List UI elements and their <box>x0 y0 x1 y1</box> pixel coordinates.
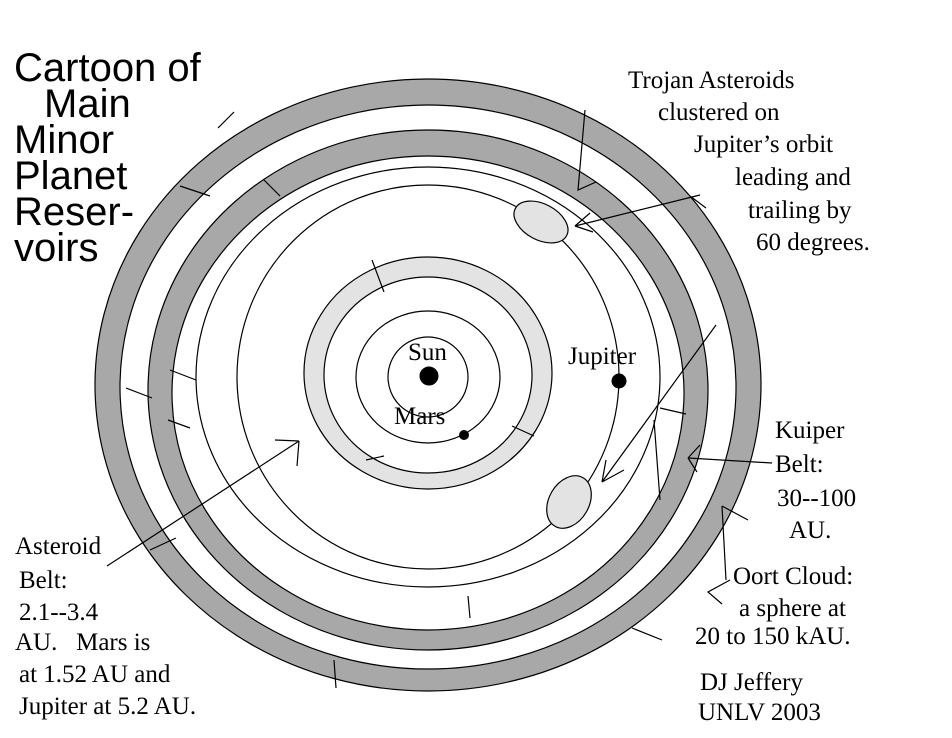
trojan-line-1: Trojan Asteroids <box>628 67 795 94</box>
asteroid-line-1: Asteroid <box>15 533 102 560</box>
trojan-cluster-trailing <box>546 475 592 529</box>
mars-dot <box>459 430 469 440</box>
credit-institution-year: UNLV 2003 <box>698 699 821 726</box>
trojan-line-3: Jupiter’s orbit <box>694 131 834 158</box>
asteroid-line-6: Jupiter at 5.2 AU. <box>19 693 197 720</box>
sun-label: Sun <box>408 339 447 366</box>
asteroid-line-4: AU. Mars is <box>15 629 151 656</box>
trailing-trojan-arrow <box>601 324 717 483</box>
oort-line-3: 20 to 150 kAU. <box>695 623 851 650</box>
kuiper-line-2: Belt: <box>775 451 824 478</box>
sun-dot <box>419 366 439 386</box>
asteroid-belt-band <box>303 256 553 490</box>
leading-trojan-arrow <box>574 194 701 233</box>
title-line-6: voirs <box>14 226 99 270</box>
oort-cloud-band <box>94 78 762 692</box>
title-line-1: Cartoon of <box>14 46 201 90</box>
trojan-line-6: 60 degrees. <box>756 229 870 256</box>
kuiper-pointer-arrow <box>687 444 773 473</box>
jupiter-label: Jupiter <box>568 343 637 370</box>
trojan-cluster-leading <box>513 200 569 244</box>
mars-orbit <box>355 310 501 444</box>
mars-label: Mars <box>394 403 446 430</box>
credit-author: DJ Jeffery <box>700 669 803 696</box>
kuiper-line-1: Kuiper <box>775 417 845 444</box>
oort-line-2: a sphere at <box>739 595 846 622</box>
title-line-5: Reser- <box>14 190 135 234</box>
trojan-line-2: clustered on <box>658 99 780 126</box>
earth-orbit <box>387 336 469 418</box>
asteroid-line-3: 2.1--3.4 <box>19 599 99 626</box>
kuiper-line-3: 30--100 <box>777 485 857 512</box>
title-line-3: Minor <box>14 118 115 162</box>
asteroid-belt-segment-lines <box>365 259 535 461</box>
asteroid-belt-pointer-arrow <box>106 439 300 567</box>
middle-orbit <box>195 166 661 588</box>
kuiper-line-4: AU. <box>789 517 832 544</box>
kuiper-band-segment-lines <box>167 179 687 619</box>
asteroid-line-2: Belt: <box>19 567 68 594</box>
jupiter-dot <box>611 373 627 389</box>
title-line-4: Planet <box>14 154 128 198</box>
trojan-line-4: leading and <box>735 164 851 191</box>
asteroid-line-5: at 1.52 AU and <box>19 661 171 688</box>
oort-band-segment-lines <box>125 109 749 689</box>
trojan-pointer-arrows <box>574 194 717 483</box>
oort-line-1: Oort Cloud: <box>733 563 854 590</box>
oort-pointer-arrow <box>706 579 731 605</box>
title-line-2: Main <box>44 82 131 126</box>
trojan-line-5: trailing by <box>748 197 852 224</box>
kuiper-belt-band <box>147 129 709 651</box>
